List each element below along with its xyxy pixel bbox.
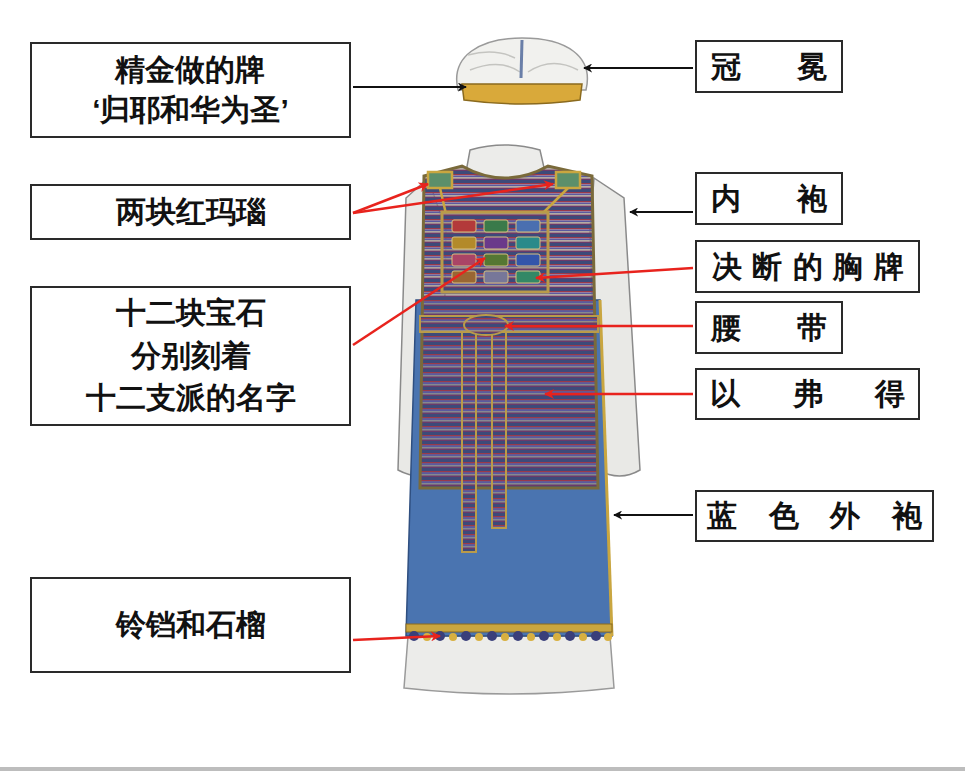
label-box: 以弗得 xyxy=(695,368,920,420)
pomegranate xyxy=(513,631,523,641)
breastplate xyxy=(442,212,548,292)
bottom-rule xyxy=(0,767,965,771)
leader-line xyxy=(584,67,693,69)
gem xyxy=(452,237,476,249)
girdle-knot xyxy=(464,315,508,335)
label-box: 精金做的牌 ‘归耶和华为圣’ xyxy=(30,42,351,138)
label-box: 蓝色外袍 xyxy=(695,490,934,542)
bell xyxy=(475,633,483,641)
bell xyxy=(501,633,509,641)
bell xyxy=(579,633,587,641)
gem xyxy=(516,220,540,232)
gem xyxy=(516,237,540,249)
leader-line xyxy=(353,258,485,345)
turban-cloth xyxy=(457,38,588,90)
pomegranate xyxy=(487,631,497,641)
girdle-end xyxy=(462,332,476,552)
pomegranate xyxy=(461,631,471,641)
leader-line xyxy=(614,514,693,516)
label-text: 冠冕 xyxy=(711,49,882,85)
label-box: 内袍 xyxy=(695,172,843,225)
gem xyxy=(484,220,508,232)
leader-line xyxy=(545,393,693,396)
leader-line xyxy=(630,211,693,213)
gem xyxy=(516,254,540,266)
label-text: 十二块宝石 分别刻着 十二支派的名字 xyxy=(86,292,296,420)
gold-plate xyxy=(462,84,582,104)
turban xyxy=(457,38,588,104)
leader-lines xyxy=(353,68,693,640)
label-text: 决断的胸牌 xyxy=(712,249,915,285)
leader-line xyxy=(353,184,553,213)
gem xyxy=(484,254,508,266)
label-box: 铃铛和石榴 xyxy=(30,577,351,673)
leader-line xyxy=(536,268,693,278)
pomegranate xyxy=(539,631,549,641)
gem xyxy=(484,271,508,283)
gem-grid xyxy=(452,220,540,283)
bell xyxy=(527,633,535,641)
robe-trim xyxy=(600,300,612,636)
label-text: 铃铛和石榴 xyxy=(116,607,266,643)
inner-robe-hem xyxy=(404,636,614,694)
label-text: 两块红玛瑙 xyxy=(116,194,266,230)
label-text: 以弗得 xyxy=(710,376,958,412)
leader-line xyxy=(505,325,693,328)
label-box: 冠冕 xyxy=(695,40,843,93)
turban-seam xyxy=(521,40,522,78)
pomegranate xyxy=(591,631,601,641)
leader-line xyxy=(353,636,440,640)
shoulder-stone xyxy=(428,172,452,188)
gem xyxy=(452,254,476,266)
leader-line xyxy=(353,86,466,88)
girdle-end xyxy=(492,332,506,528)
label-text: 内袍 xyxy=(711,181,882,217)
bell xyxy=(553,633,561,641)
girdle xyxy=(420,316,598,332)
label-text: 精金做的牌 ‘归耶和华为圣’ xyxy=(92,50,289,131)
label-text: 蓝色外袍 xyxy=(707,498,953,534)
label-box: 两块红玛瑙 xyxy=(30,184,351,240)
gem xyxy=(452,220,476,232)
label-text: 腰带 xyxy=(711,310,882,346)
robe-trim xyxy=(406,624,612,632)
shoulder-stone xyxy=(556,172,580,188)
bell xyxy=(449,633,457,641)
label-box: 十二块宝石 分别刻着 十二支派的名字 xyxy=(30,286,351,426)
label-box: 腰带 xyxy=(695,301,843,354)
bell xyxy=(604,633,612,641)
pomegranate xyxy=(565,631,575,641)
gem xyxy=(484,237,508,249)
label-box: 决断的胸牌 xyxy=(695,240,920,293)
